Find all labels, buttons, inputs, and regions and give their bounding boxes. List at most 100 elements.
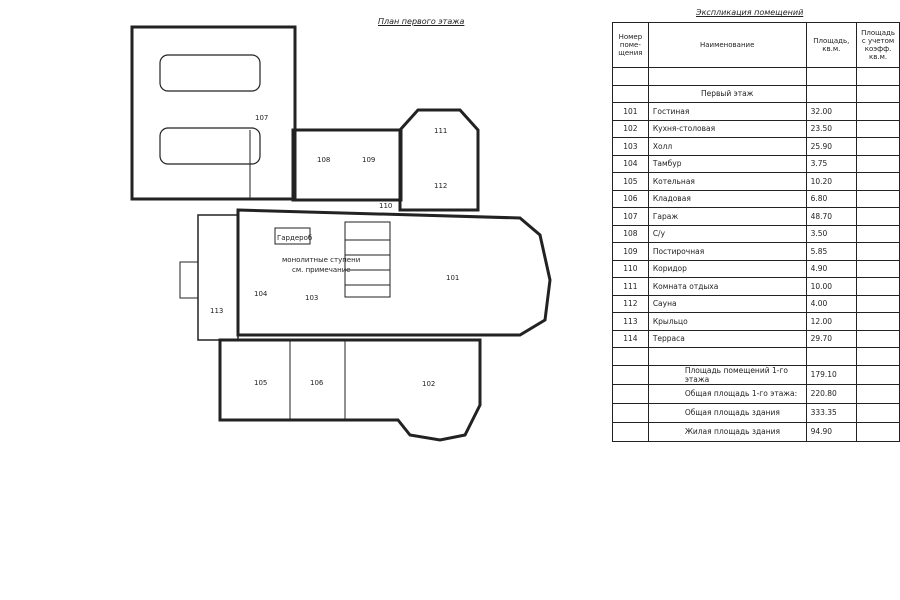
table-title: Экспликация помещений [696,8,804,17]
room-name: Кладовая [647,189,807,208]
room-area: 3.50 [805,224,858,243]
main-house-walls [236,208,552,337]
col-area-coef: Площадь с учетом коэфф. кв.м. [856,22,900,68]
floor-label: Первый этаж [647,84,807,103]
summary-value: 220.80 [805,383,858,404]
room-name: С/у [647,224,807,243]
room-number: 101 [612,102,649,121]
stairs-note-ref: см. примечание [292,266,351,274]
col-area: Площадь, кв.м. [805,22,858,68]
room-name: Крыльцо [647,312,807,331]
summary-value: 333.35 [805,402,858,423]
summary-value: 179.10 [805,364,858,385]
room-area: 48.70 [805,207,858,226]
room-area: 4.00 [805,294,858,313]
room-area: 32.00 [805,102,858,121]
col-number: Номер поме-щения [612,22,649,68]
cars [159,54,261,165]
porch-steps [179,261,199,299]
plan-title: План первого этажа [378,17,465,26]
room-107: 107 [255,114,268,122]
stairs [344,221,391,298]
room-number: 111 [612,277,649,296]
room-name: Холл [647,137,807,156]
room-name: Сауна [647,294,807,313]
summary-label: Площадь помещений 1-го этажа [647,364,807,385]
room-name: Гараж [647,207,807,226]
room-area: 3.75 [805,154,858,173]
room-area: 12.00 [805,312,858,331]
room-113: 113 [210,307,223,315]
room-number: 106 [612,189,649,208]
room-103: 103 [305,294,318,302]
room-number: 113 [612,312,649,331]
room-name: Тамбур [647,154,807,173]
room-area: 10.20 [805,172,858,191]
room-110: 110 [379,202,392,210]
room-area: 4.90 [805,259,858,278]
room-number: 109 [612,242,649,261]
room-number: 103 [612,137,649,156]
room-111: 111 [434,127,447,135]
garage-walls [130,25,297,201]
kitchen-wing-walls [218,338,482,442]
room-number: 102 [612,119,649,138]
room-102: 102 [422,380,435,388]
room-name: Комната отдыха [647,277,807,296]
room-area: 25.90 [805,137,858,156]
room-area: 5.85 [805,242,858,261]
summary-label: Общая площадь здания [647,402,807,423]
room-name: Кухня-столовая [647,119,807,138]
room-106: 106 [310,379,324,387]
room-number: 112 [612,294,649,313]
sauna-walls [398,108,480,212]
room-105: 105 [254,379,267,387]
wardrobe-label: Гардероб [277,234,312,242]
room-area: 6.80 [805,189,858,208]
porch [197,214,239,341]
room-name: Гостиная [647,102,807,121]
summary-label: Жилая площадь здания [647,421,807,442]
room-109: 109 [362,156,375,164]
room-area: 10.00 [805,277,858,296]
floor-plan: Гардероб монолитные ступени см. примечан… [130,25,552,442]
room-number: 108 [612,224,649,243]
col-name: Наименование [647,22,807,68]
room-name: Коридор [647,259,807,278]
room-name: Постирочная [647,242,807,261]
room-area: 23.50 [805,119,858,138]
room-101: 101 [446,274,459,282]
summary-value: 94.90 [805,421,858,442]
stairs-note: монолитные ступени [282,256,360,264]
room-name: Котельная [647,172,807,191]
room-number: 104 [612,154,649,173]
room-area: 29.70 [805,329,858,348]
room-104: 104 [254,290,268,298]
room-112: 112 [434,182,447,190]
wardrobe [274,227,311,245]
room-number: 114 [612,329,649,348]
room-number: 110 [612,259,649,278]
room-108: 108 [317,156,330,164]
utility-walls [291,128,403,202]
summary-row: Общая площадь 1-го этажа:220.80 [612,383,900,404]
room-number: 105 [612,172,649,191]
summary-label: Общая площадь 1-го этажа: [647,383,807,404]
